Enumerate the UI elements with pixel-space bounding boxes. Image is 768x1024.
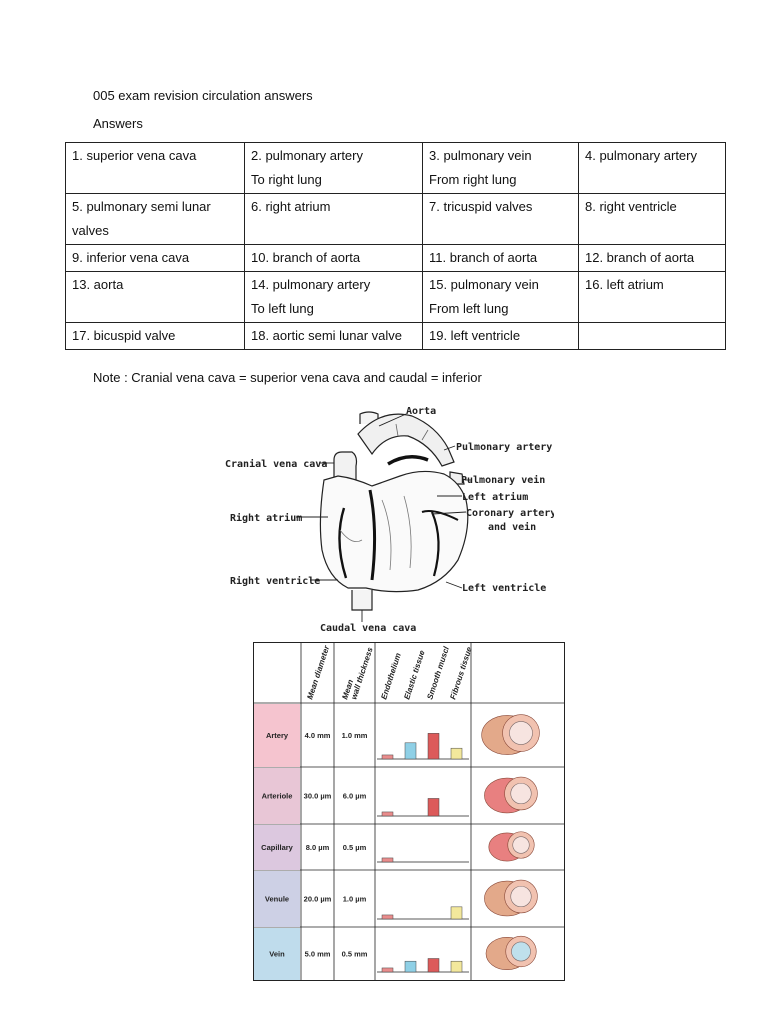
- answer-text: 14. pulmonary artery: [251, 273, 416, 297]
- answers-table: 1. superior vena cava 2. pulmonary artery…: [65, 142, 726, 350]
- vessel-diameter: 4.0 mm: [305, 731, 331, 740]
- answer-cell: 18. aortic semi lunar valve: [245, 323, 423, 350]
- vessel-name: Venule: [265, 895, 289, 904]
- vessel-illustration: [486, 936, 536, 969]
- cranial-vena-cava-label: Cranial vena cava: [225, 458, 327, 470]
- answer-cell: 11. branch of aorta: [423, 245, 579, 272]
- tissue-bar: [451, 748, 462, 759]
- answer-text: 18. aortic semi lunar valve: [251, 324, 416, 348]
- answer-text: 10. branch of aorta: [251, 246, 416, 270]
- answer-text: 1. superior vena cava: [72, 144, 238, 168]
- vessel-illustration: [489, 832, 534, 861]
- answer-cell: 19. left ventricle: [423, 323, 579, 350]
- answer-text: 9. inferior vena cava: [72, 246, 238, 270]
- vessel-name: Vein: [269, 950, 285, 959]
- left-atrium-label: Left atrium: [462, 491, 528, 503]
- answer-text: From right lung: [429, 168, 572, 192]
- answer-cell: 9. inferior vena cava: [66, 245, 245, 272]
- answer-cell: 15. pulmonary veinFrom left lung: [423, 272, 579, 323]
- answer-text: 8. right ventricle: [585, 195, 719, 219]
- vessel-diameter: 5.0 mm: [305, 950, 331, 959]
- answer-row: 1. superior vena cava 2. pulmonary artery…: [66, 143, 726, 194]
- answer-text: 13. aorta: [72, 273, 238, 297]
- answer-cell: 1. superior vena cava: [66, 143, 245, 194]
- tissue-bar: [405, 743, 416, 759]
- tissue-bar: [382, 968, 393, 972]
- tissue-bar: [451, 961, 462, 972]
- answer-cell: 7. tricuspid valves: [423, 194, 579, 245]
- pulmonary-vein-label: Pulmonary vein: [461, 474, 545, 486]
- right-ventricle-label: Right ventricle: [230, 575, 320, 587]
- tissue-bar: [428, 798, 439, 816]
- answer-cell: 13. aorta: [66, 272, 245, 323]
- vessel-name: Arteriole: [262, 792, 293, 801]
- answer-row: 9. inferior vena cava 10. branch of aorta…: [66, 245, 726, 272]
- vessel-diameter: 8.0 µm: [306, 843, 330, 852]
- tissue-bar: [451, 907, 462, 919]
- answer-text: 16. left atrium: [585, 273, 719, 297]
- answer-text: 5. pulmonary semi lunar: [72, 195, 238, 219]
- coronary-artery-label: Coronary artery: [466, 508, 554, 519]
- tissue-bar: [405, 961, 416, 972]
- vessel-illustration: [484, 777, 537, 813]
- answer-cell: 16. left atrium: [579, 272, 726, 323]
- left-ventricle-label: Left ventricle: [462, 582, 546, 594]
- vessel-illustration: [484, 880, 537, 916]
- tissue-bar: [382, 812, 393, 816]
- right-atrium-label: Right atrium: [230, 512, 302, 524]
- coronary-vein-label: and vein: [488, 521, 536, 533]
- answer-text: 17. bicuspid valve: [72, 324, 238, 348]
- answer-text: From left lung: [429, 297, 572, 321]
- answer-text: 6. right atrium: [251, 195, 416, 219]
- vessel-wall-thickness: 1.0 µm: [343, 895, 367, 904]
- vessel-diameter: 20.0 µm: [304, 895, 332, 904]
- tissue-bar: [382, 915, 393, 919]
- answer-text: To right lung: [251, 168, 416, 192]
- vessel-wall-thickness: 6.0 µm: [343, 792, 367, 801]
- answer-text: 19. left ventricle: [429, 324, 572, 348]
- vessel-illustration: [482, 715, 540, 755]
- answer-text: 15. pulmonary vein: [429, 273, 572, 297]
- answer-text: 7. tricuspid valves: [429, 195, 572, 219]
- tissue-bar: [428, 959, 439, 973]
- tissue-bar: [382, 858, 393, 862]
- answer-cell: 10. branch of aorta: [245, 245, 423, 272]
- answer-text: 4. pulmonary artery: [585, 144, 719, 168]
- answer-text: 2. pulmonary artery: [251, 144, 416, 168]
- blood-vessel-comparison-table: Mean diameter Mean wall thickness Endoth…: [253, 642, 565, 981]
- vessel-diameter: 30.0 µm: [304, 792, 332, 801]
- answer-row: 17. bicuspid valve 18. aortic semi lunar …: [66, 323, 726, 350]
- vessel-wall-thickness: 1.0 mm: [342, 731, 368, 740]
- answer-cell: 12. branch of aorta: [579, 245, 726, 272]
- answer-text: 12. branch of aorta: [585, 246, 719, 270]
- answer-cell: 17. bicuspid valve: [66, 323, 245, 350]
- answer-text: 3. pulmonary vein: [429, 144, 572, 168]
- answer-cell: 8. right ventricle: [579, 194, 726, 245]
- answer-text: To left lung: [251, 297, 416, 321]
- vessel-wall-thickness: 0.5 mm: [342, 950, 368, 959]
- answer-text: 11. branch of aorta: [429, 246, 572, 270]
- caudal-vena-cava-label: Caudal vena cava: [320, 623, 416, 634]
- answer-cell: 6. right atrium: [245, 194, 423, 245]
- vessel-name: Capillary: [261, 843, 294, 852]
- answers-heading: Answers: [93, 116, 143, 132]
- document-title: 005 exam revision circulation answers: [93, 88, 313, 104]
- vessel-name: Artery: [266, 731, 289, 740]
- note-text: Note : Cranial vena cava = superior vena…: [93, 370, 482, 386]
- tissue-bar: [382, 755, 393, 759]
- answer-text: valves: [72, 219, 238, 243]
- aorta-label: Aorta: [406, 406, 436, 417]
- answer-cell: [579, 323, 726, 350]
- answer-cell: 4. pulmonary artery: [579, 143, 726, 194]
- pulmonary-artery-label: Pulmonary artery: [456, 442, 552, 453]
- vessel-wall-thickness: 0.5 µm: [343, 843, 367, 852]
- heart-diagram: Aorta Pulmonary artery Cranial vena cava…: [222, 400, 554, 635]
- tissue-bar: [428, 733, 439, 759]
